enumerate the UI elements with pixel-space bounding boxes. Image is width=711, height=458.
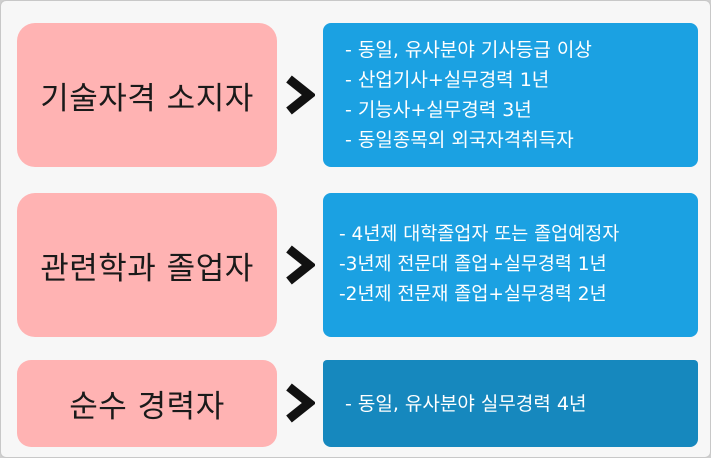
row-related-graduate: 관련학과 졸업자 - 4년제 대학졸업자 또는 졸업예정자 -3년제 전문대 졸… [1,193,711,337]
requirement-item: - 동일, 유사분야 실무경력 4년 [345,392,587,415]
requirement-item: - 기능사+실무경력 3년 [345,99,532,121]
row-experience-only: 순수 경력자 - 동일, 유사분야 실무경력 4년 [1,360,711,447]
category-box: 순수 경력자 [17,360,277,447]
requirement-item: -3년제 전문대 졸업+실무경력 1년 [339,254,607,275]
category-label: 관련학과 졸업자 [40,250,254,287]
category-label: 기술자격 소지자 [40,80,254,117]
requirement-item: - 동일, 유사분야 기사등급 이상 [345,39,592,61]
requirement-item: - 4년제 대학졸업자 또는 졸업예정자 [339,224,620,245]
chevron-right-icon [286,383,315,423]
category-label: 순수 경력자 [69,389,225,425]
requirement-item: -2년제 전문재 졸업+실무경력 2년 [339,284,607,305]
requirement-item: - 산업기사+실무경력 1년 [345,69,550,91]
requirement-item: - 동일종목외 외국자격취득자 [345,129,574,151]
category-box: 관련학과 졸업자 [17,193,277,337]
requirements-box: - 동일, 유사분야 실무경력 4년 [323,360,698,447]
category-box: 기술자격 소지자 [17,23,277,167]
chevron-right-icon [286,75,315,115]
requirements-box: - 동일, 유사분야 기사등급 이상 - 산업기사+실무경력 1년 - 기능사+… [323,23,698,167]
requirements-box: - 4년제 대학졸업자 또는 졸업예정자 -3년제 전문대 졸업+실무경력 1년… [323,193,698,337]
chevron-right-icon [286,245,315,285]
row-technical-license: 기술자격 소지자 - 동일, 유사분야 기사등급 이상 - 산업기사+실무경력 … [1,23,711,167]
